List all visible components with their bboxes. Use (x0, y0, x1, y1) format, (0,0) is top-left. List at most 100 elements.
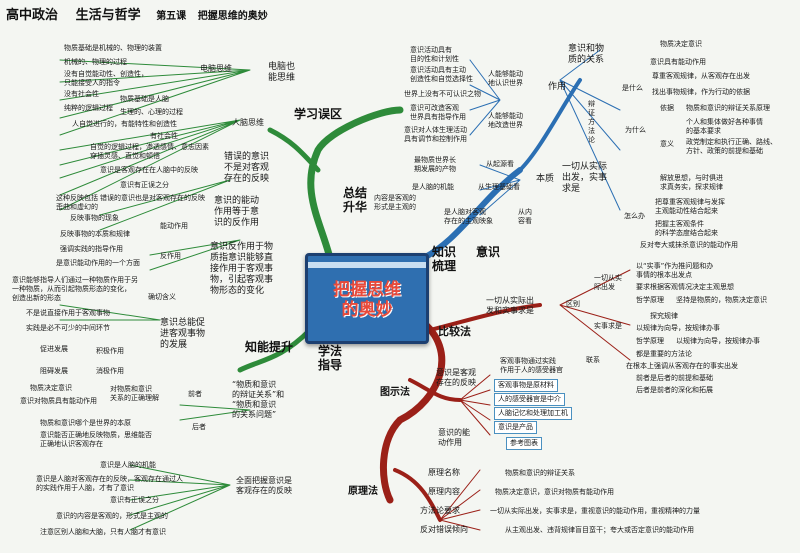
front-label: 前者 (188, 390, 202, 398)
diff-item: 哲学原理 (636, 296, 664, 304)
why-label: 为什么 (625, 126, 646, 134)
whole-item: 意识有正误之分 (110, 496, 159, 504)
physio-label: 从生理基础看 (478, 183, 520, 191)
human-item: 有社会性 (150, 132, 178, 140)
function-item: 反作用 (160, 252, 181, 260)
branch-ability (237, 327, 313, 373)
front-item: 物质决定意识 (30, 384, 72, 392)
brain-item: 机械的、物理的过程 (64, 58, 127, 66)
branch-compare (428, 303, 542, 332)
what-item: 尊重客观规律，从客观存在出发 (652, 72, 750, 80)
diff-item: 以规律为向导，按规律办事 (636, 324, 720, 332)
diagram-root: 意识是客观 存在的反映 (436, 368, 476, 387)
brain-think: 电脑思维 (200, 64, 232, 73)
content-label: 从内 容看 (518, 208, 532, 225)
func-item: 意识可改造客观 世界具有指导作用 (410, 104, 466, 121)
brain-node: 电脑也 能思维 (268, 62, 296, 83)
back-item: 意识能否正确地反映物质，思维能否 正确地认识客观存在 (40, 431, 152, 448)
branch-method (379, 316, 446, 504)
material-relation-node: 意识和物 质的关系 (568, 44, 605, 65)
wrong-item: 错误的意识也是对客观存在的反映 (100, 194, 205, 202)
how-item: 把尊重客观规律与发挥 主观能动性结合起来 (655, 198, 725, 215)
func-item: 意识活动具有主动 创造性和自觉选择性 (410, 66, 473, 83)
ability-label: 知能提升 (245, 340, 294, 354)
diff-item: 坚持是物质的，物质决定意识 (676, 296, 767, 304)
func-item: 世界上没有不可认识之物 (404, 90, 481, 98)
material-item: 意识具有能动作用 (650, 58, 706, 66)
whole-item: 意识的内容是客观的，形式是主观的 (56, 512, 168, 520)
relation-node: “物质和意识 的辩证关系”和 “物质和意识 的关系问题” (232, 380, 285, 419)
link-item: 在根本上强调从客观存在的事实出发 (626, 362, 738, 370)
basis-label: 依据 (660, 104, 674, 112)
method-label: 学法指导 (318, 344, 343, 372)
brain-item: 没有社会性 (64, 90, 99, 98)
branch-summary (307, 106, 404, 262)
origin-label: 从起源看 (486, 160, 514, 168)
consciousness-label: 意识 (476, 245, 501, 259)
how-item: 解放思想，与时俱进 求真务实，探求规律 (660, 174, 723, 191)
compare-label: 比较法 (438, 325, 471, 338)
diff-item: 要求根据客观情况决定主观思想 (636, 283, 734, 291)
principle-name: 原理名称 (428, 468, 460, 477)
what-item: 找出事物规律，作为行动的依据 (652, 88, 750, 96)
diagram-item: 客观事物通过实践 作用于人的感受器官 (500, 357, 563, 374)
branch-knowledge (417, 167, 523, 263)
diagram-item: 人的感受器官是中介 (494, 393, 565, 406)
meaning-item: 个人和集体做好各种事情 的基本要求 (686, 118, 763, 135)
diagram-b: 意识的能 动作用 (438, 428, 470, 447)
brain-item: 纯粹的逻辑过程 (64, 104, 113, 112)
function-item: 是意识能动作用的一个方面 (56, 259, 140, 267)
func-b: 人能够能动 地改造世界 (488, 112, 523, 129)
physio-item: 是人脑的机能 (412, 183, 454, 191)
content-a: 内容是客观的 形式是主观的 (374, 194, 416, 211)
content-item: 是人脑对客观 存在的主观映象 (444, 208, 493, 225)
how-item: 反对夸大或抹杀意识的能动作用 (640, 241, 738, 249)
diagram-item: 客观事物是原材料 (494, 379, 558, 392)
front-desc: 对物质和意识 关系的正确理解 (110, 385, 159, 402)
whole-item: 意识是人脑对客观存在的反映，客观存在通过人 的实践作用于人脑，才有了意识 (36, 475, 183, 492)
reaction-item: 意识能够指导人们通过一种物质作用于另 一种物质，从而引起物质形态的变化， 创造出… (12, 276, 138, 302)
whole-node: 全面把握意识是 客观存在的反映 (236, 476, 292, 495)
human-item: 自觉的逻辑过程，渗透感情、意志因素 穿插灵感、直觉和顿悟 (90, 143, 209, 160)
ref-box: 参考图表 (506, 437, 542, 450)
diagram-label: 图示法 (380, 387, 410, 398)
function-item: 这种反映包括 歪曲和虚幻的 (56, 194, 98, 211)
function-item: 反映事物的本质和规律 (60, 230, 130, 238)
principle-name: 方法论要求 (420, 506, 460, 515)
basis-item: 物质和意识的辩证关系原理 (686, 104, 770, 112)
principle-val: 物质和意识的辩证关系 (505, 469, 575, 477)
human-item: 物质基础是人脑 (120, 95, 169, 103)
function-item: 强调实践的指导作用 (60, 245, 123, 253)
principle-name: 原理内容 (428, 487, 460, 496)
reaction-item: 实践是必不可少的中间环节 (26, 324, 110, 332)
function-node: 意识的能动 作用等于意 识的反作用 (214, 196, 260, 228)
whole-item: 注意区别人脑和大脑，只有人脑才有意识 (40, 528, 166, 536)
human-think: 人脑思维 (232, 118, 264, 127)
func-item: 意识对人体生理活动 具有调节和控制作用 (404, 126, 467, 143)
how-label: 怎么办 (624, 212, 645, 220)
link-item: 都是重要的方法论 (636, 350, 692, 358)
diff-item: 以“实事”作为推问题和办 事情的根本出发点 (636, 262, 714, 279)
practice-node: 一切从实际 出发，实事 求是 (562, 162, 608, 194)
principle-val: 一切从实际出发，实事求是，重视意识的能动作用，重视精神的力量 (490, 507, 700, 515)
knowledge-label: 知识梳理 (432, 245, 457, 273)
branch-conscious (518, 78, 582, 172)
wrong-node: 错误的意识 不是对客观 存在的反映 (224, 152, 270, 184)
center-title: 把握思维 的奥妙 (333, 280, 401, 320)
diff-label: 区别 (566, 300, 580, 308)
brain-item: 物质基础是机械的、物理的装置 (64, 44, 162, 52)
diff-item: 一切从实 际出发 (594, 274, 622, 291)
reaction-item: 不是说直接作用于客观事物 (26, 309, 110, 317)
reaction-node: 意识反作用于物 质指意识能够直 接作用于客观事 物，引起客观事 物形态的变化 (210, 242, 274, 296)
diagram-item: 人脑记忆和处理加工机 (494, 407, 572, 420)
wrong-item: 意识有正误之分 (120, 181, 169, 189)
center-node: 把握思维 的奥妙 (305, 253, 429, 344)
promote-item: 积极作用 (96, 347, 124, 355)
whole-item: 意识是人脑的机能 (100, 461, 156, 469)
promote-item: 促进发展 (40, 345, 68, 353)
func-item: 意识活动具有 目的性和计划性 (410, 46, 459, 63)
how-item: 把握主客观条件 的科学态度结合起来 (655, 220, 718, 237)
human-item: 生理的、心理的过程 (120, 108, 183, 116)
